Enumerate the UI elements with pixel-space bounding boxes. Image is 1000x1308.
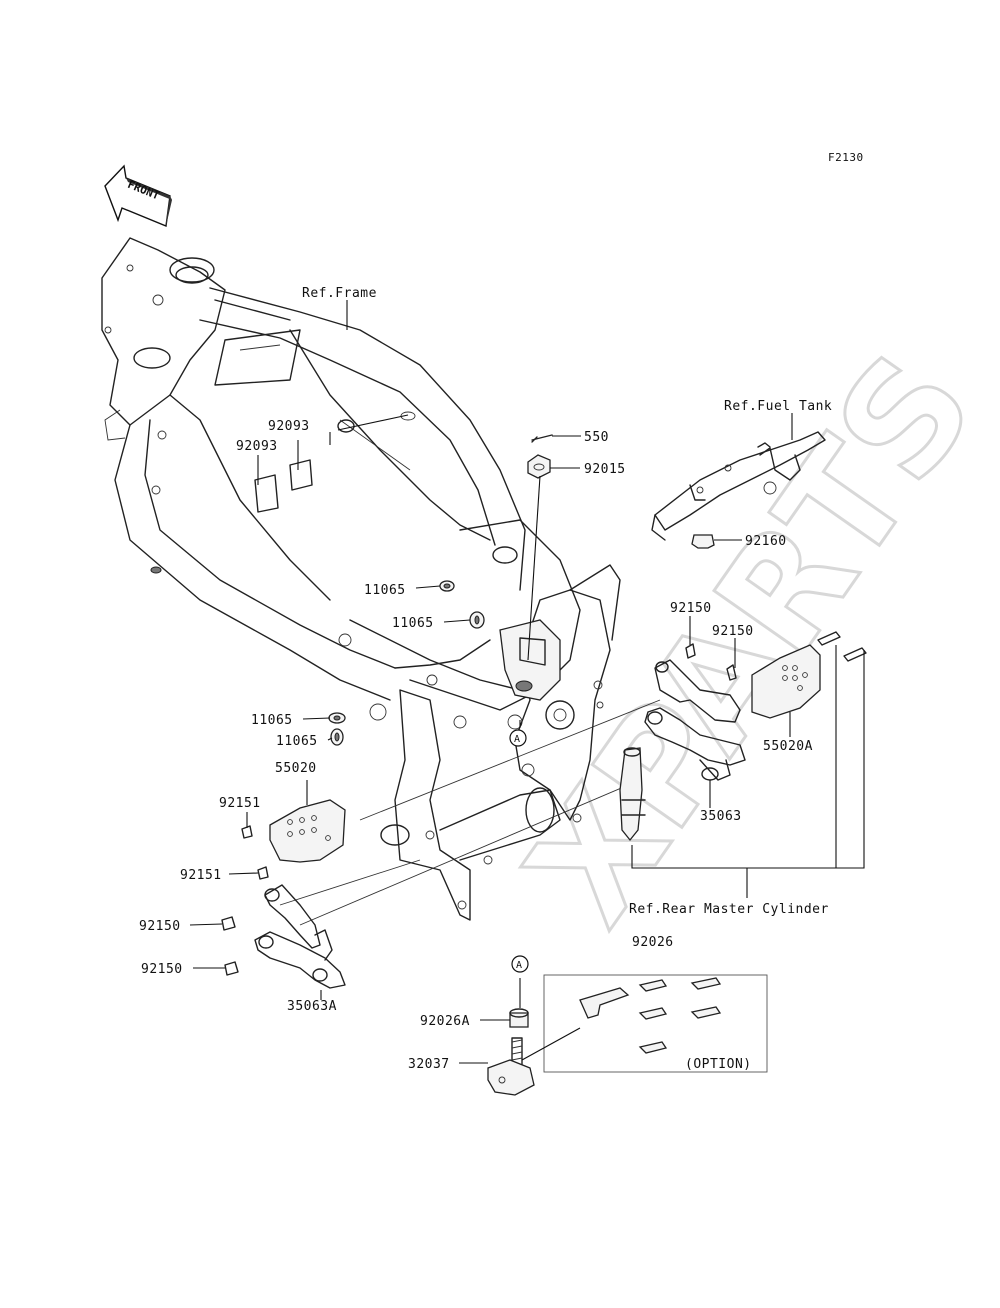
label-92026A: 92026A: [420, 1014, 470, 1029]
label-92150-d: 92150: [141, 962, 183, 977]
rubber-damper-92160: [691, 534, 715, 549]
ref-rear-master-cylinder-label: Ref.Rear Master Cylinder: [629, 902, 829, 917]
label-550: 550: [584, 430, 609, 445]
shim-set-92026: [579, 977, 722, 1054]
label-11065-a: 11065: [364, 583, 406, 598]
left-heel-guard-55020: [269, 799, 346, 863]
label-92150-c: 92150: [139, 919, 181, 934]
label-92151-a: 92151: [219, 796, 261, 811]
label-92015: 92015: [584, 462, 626, 477]
right-heel-guard-55020A: [751, 644, 821, 719]
label-55020: 55020: [275, 761, 317, 776]
label-92093-a: 92093: [268, 419, 310, 434]
label-option: (OPTION): [685, 1057, 752, 1072]
grommet-11065-a: [439, 580, 455, 592]
rear-master-cylinder: [619, 747, 646, 842]
front-arrow-icon: FRONT: [104, 164, 172, 227]
label-11065-c: 11065: [251, 713, 293, 728]
collar-92026A: [509, 1008, 529, 1028]
ref-fuel-tank-label: Ref.Fuel Tank: [724, 399, 832, 414]
adjuster-bolt-32037: [487, 1037, 535, 1096]
label-11065-d: 11065: [276, 734, 318, 749]
label-92150-a: 92150: [670, 601, 712, 616]
grommet-11065-d: [330, 728, 344, 746]
label-92151-b: 92151: [180, 868, 222, 883]
ref-marker-a-bottom: A: [511, 955, 529, 973]
label-92150-b: 92150: [712, 624, 754, 639]
nut-92015: [527, 454, 551, 479]
cotter-pin-550: [531, 434, 553, 443]
ref-marker-a-bottom-label: A: [516, 960, 522, 971]
fuel-tank-bracket: [651, 431, 826, 541]
label-35063: 35063: [700, 809, 742, 824]
ref-marker-a-top-label: A: [514, 734, 520, 745]
label-92160: 92160: [745, 534, 787, 549]
left-footpeg-bracket-35063A: [254, 884, 346, 989]
grommet-11065-b: [469, 611, 485, 629]
label-35063A: 35063A: [287, 999, 337, 1014]
main-frame: [101, 237, 661, 926]
bolts-92150-right: [685, 631, 867, 681]
ref-frame-label: Ref.Frame: [302, 286, 377, 301]
label-92026: 92026: [632, 935, 674, 950]
label-55020A: 55020A: [763, 739, 813, 754]
ref-marker-a-top: A: [509, 729, 527, 747]
grommet-11065-c: [328, 712, 346, 724]
label-11065-b: 11065: [392, 616, 434, 631]
leader-lines: [189, 300, 793, 1064]
label-32037: 32037: [408, 1057, 450, 1072]
figure-code: F2130: [828, 151, 864, 164]
ref-rear-master-lines: [631, 645, 865, 898]
option-box: [543, 974, 768, 1073]
label-92093-b: 92093: [236, 439, 278, 454]
watermark: XPARTS: [495, 324, 1000, 954]
